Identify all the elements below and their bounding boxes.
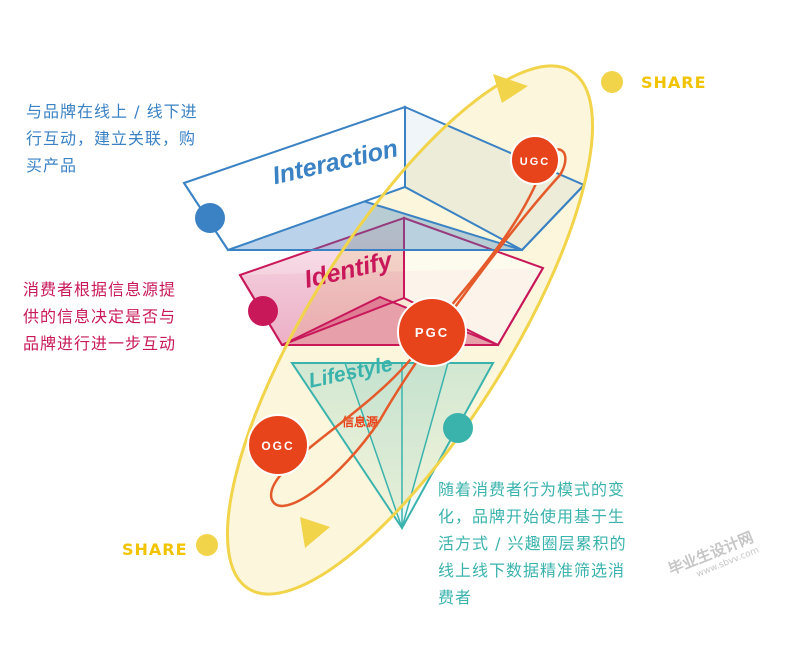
pgc-label: PGC	[415, 325, 449, 340]
share-dot-top	[601, 71, 623, 93]
lifestyle-description-line: 线上线下数据精准筛选消	[438, 561, 626, 580]
loop-arrow-bottom-icon	[300, 517, 330, 548]
share-loop	[225, 64, 595, 596]
loop-arrow-top-icon	[493, 74, 528, 103]
identify-description-line: 消费者根据信息源提	[23, 280, 177, 299]
identify-dot	[248, 296, 278, 326]
interaction-description-line: 与品牌在线上 / 线下进	[26, 102, 198, 121]
pgc-node: PGC	[397, 297, 467, 367]
share-dot-bottom	[196, 534, 218, 556]
interaction-layer	[182, 105, 586, 252]
lifestyle-description-line: 化，品牌开始使用基于生	[438, 507, 626, 526]
lifestyle-layer	[290, 362, 495, 531]
interaction-dot	[195, 203, 225, 233]
lifestyle-description-line: 活方式 / 兴趣圈层累积的	[438, 534, 627, 553]
interaction-description-line: 行互动，建立关联，购	[26, 129, 197, 148]
share-label-bottom: SHARE	[122, 540, 188, 559]
share-label-top: SHARE	[641, 73, 707, 92]
lifestyle-dot	[443, 413, 473, 443]
ugc-label: UGC	[520, 156, 550, 168]
identify-description-line: 供的信息决定是否与	[23, 307, 177, 326]
ogc-node: OGC	[247, 414, 309, 476]
interaction-description: 与品牌在线上 / 线下进 行互动，建立关联，购 买产品	[26, 98, 198, 179]
ugc-node: UGC	[510, 135, 560, 185]
lifestyle-description-line: 随着消费者行为模式的变	[438, 480, 626, 499]
ogc-label: OGC	[261, 439, 294, 453]
lifestyle-description-line: 费者	[438, 588, 473, 607]
lifestyle-description: 随着消费者行为模式的变 化，品牌开始使用基于生 活方式 / 兴趣圈层累积的 线上…	[438, 476, 627, 611]
interaction-description-line: 买产品	[26, 156, 78, 175]
info-source-label: 信息源	[342, 414, 378, 429]
identify-description-line: 品牌进行进一步互动	[23, 334, 177, 353]
identify-description: 消费者根据信息源提 供的信息决定是否与 品牌进行进一步互动	[23, 276, 176, 357]
